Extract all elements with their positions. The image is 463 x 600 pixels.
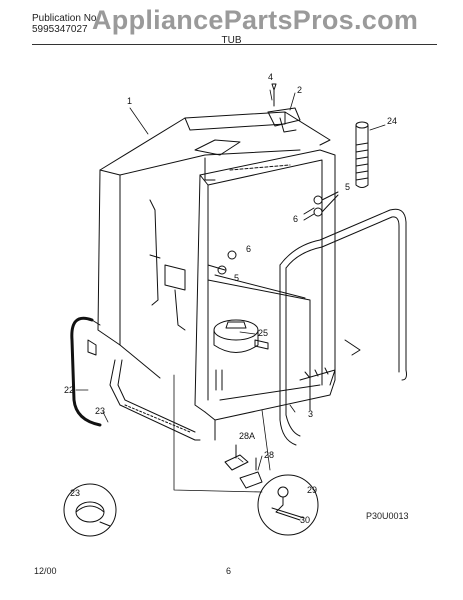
door-gasket	[279, 208, 407, 446]
detail-inset-clamp	[63, 483, 117, 537]
callout-28: 28	[264, 450, 274, 460]
callout-28a: 28A	[239, 431, 255, 441]
detail-inset	[257, 474, 319, 536]
base-frame	[109, 339, 361, 441]
drain-hose	[70, 316, 102, 427]
callout-6-lower: 6	[246, 244, 251, 254]
callout-29: 29	[307, 485, 317, 495]
tub-body	[97, 111, 331, 379]
mount-bracket	[267, 83, 301, 133]
footer-date: 12/00	[34, 566, 57, 576]
section-title: TUB	[221, 35, 242, 46]
header-divider	[32, 44, 437, 45]
callout-4: 4	[268, 72, 273, 82]
site-watermark: AppliancePartsPros.com	[92, 5, 419, 35]
callout-6-upper: 6	[293, 214, 298, 224]
publication-number: 5995347027	[32, 24, 88, 35]
callout-5-lower: 5	[234, 273, 239, 283]
callout-2: 2	[297, 85, 302, 95]
nut-washer-set	[217, 191, 339, 275]
valve-assembly	[224, 444, 263, 489]
callout-labels: 1 2 3 4 5 5 6 6 22 23 23 24 25 28 28A 29…	[64, 72, 397, 525]
callout-30: 30	[300, 515, 310, 525]
diagram-code: P30U0013	[366, 511, 409, 521]
callout-23-inset: 23	[70, 488, 80, 498]
tub-door-frame	[194, 149, 336, 441]
callout-24: 24	[387, 116, 397, 126]
callout-1: 1	[127, 96, 132, 106]
callout-25: 25	[258, 328, 268, 338]
callout-22: 22	[64, 385, 74, 395]
fill-tube	[355, 121, 369, 188]
sump-assembly	[213, 319, 269, 391]
callout-3: 3	[308, 409, 313, 419]
leader-lines	[75, 89, 386, 493]
callout-23-main: 23	[95, 406, 105, 416]
callout-5-upper: 5	[345, 182, 350, 192]
publication-label: Publication No	[32, 13, 97, 24]
footer-page-number: 6	[226, 566, 232, 576]
